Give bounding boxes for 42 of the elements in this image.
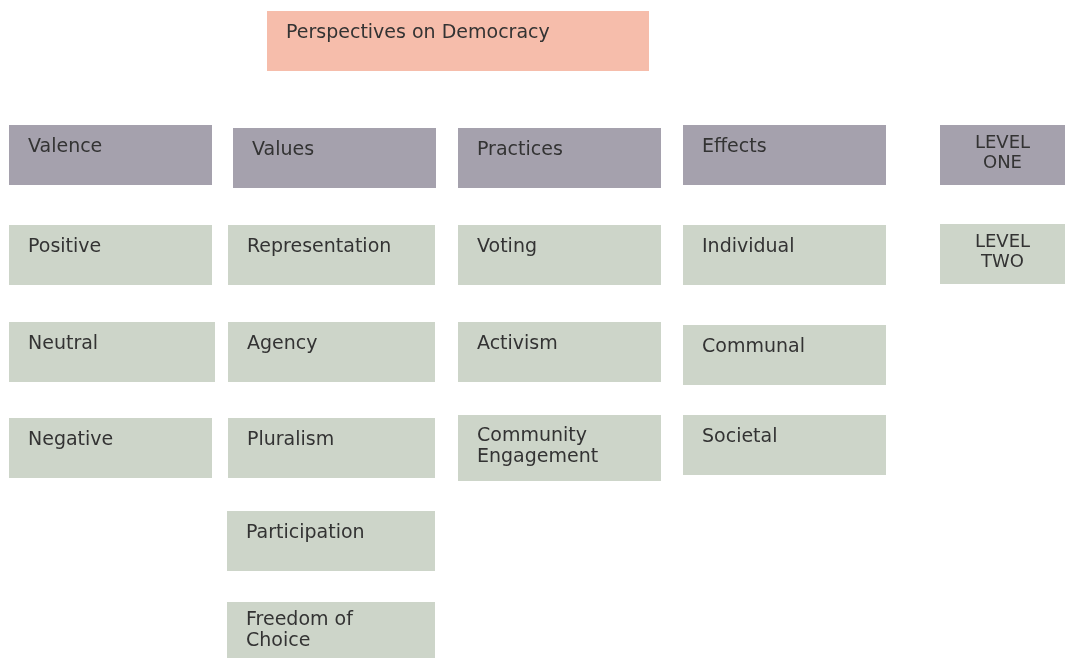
box-label: Individual [702,234,796,257]
title-box [267,11,649,71]
subcategory-box [683,325,886,385]
subcategory-box [683,225,886,285]
subcategory-box [458,415,661,481]
box-label: Values [252,137,316,160]
box-label: Representation [247,234,393,257]
key-box [940,224,1065,284]
box-label: Activism [477,331,559,354]
category-box [458,128,661,188]
box-label: Perspectives on Democracy [286,20,551,43]
box-label: Pluralism [247,427,336,450]
subcategory-box [9,418,212,478]
box-label: Practices [477,137,564,160]
box-label: Positive [28,234,103,257]
category-box [9,125,212,185]
box-label: Societal [702,424,779,447]
category-box [683,125,886,185]
box-label: Voting [477,234,538,257]
category-box [233,128,436,188]
box-label: Agency [247,331,319,354]
subcategory-box [228,322,435,382]
subcategory-box [9,322,215,382]
subcategory-box [227,511,435,571]
box-label: LEVEL TWO [973,231,1032,271]
box-label: LEVEL ONE [973,132,1032,172]
subcategory-box [458,225,661,285]
subcategory-box [683,415,886,475]
subcategory-box [458,322,661,382]
box-label: Effects [702,134,768,157]
box-label: Participation [246,520,366,543]
box-label: Freedom of Choice [246,608,355,650]
subcategory-box [227,602,435,658]
box-label: Communal [702,334,806,357]
subcategory-box [228,225,435,285]
box-label: Neutral [28,331,100,354]
subcategory-box [228,418,435,478]
key-box [940,125,1065,185]
box-label: Valence [28,134,104,157]
box-label: Negative [28,427,115,450]
subcategory-box [9,225,212,285]
box-label: Community Engagement [477,424,600,466]
